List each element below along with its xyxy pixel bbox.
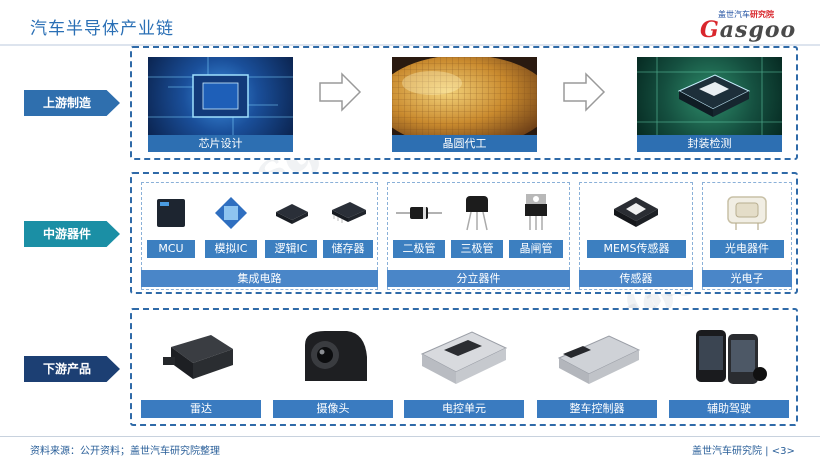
- wafer-photo: [392, 57, 537, 135]
- stage-label-downstream: 下游产品: [24, 356, 120, 382]
- group-label-sensors: 传感器: [579, 270, 693, 287]
- driver-assist-device-icon: [669, 318, 789, 396]
- thyristor-icon: [508, 190, 564, 234]
- radar-icon: [141, 318, 261, 396]
- footer-org: 盖世汽车研究院: [692, 446, 762, 457]
- group-integrated-circuit: [141, 182, 378, 290]
- footer-page-info: 盖世汽车研究院 | <3>: [692, 442, 795, 457]
- item-logic-ic: 逻辑IC: [265, 240, 317, 258]
- footer-source: 资料来源：公开资料；盖世汽车研究院整理: [30, 446, 220, 457]
- transistor-icon: [452, 190, 502, 234]
- group-optoelectronics: [702, 182, 792, 290]
- vehicle-controller-icon: [537, 318, 657, 396]
- footer-divider: [0, 436, 820, 437]
- caption-package: 封装检测: [637, 135, 782, 152]
- arrow-right-icon: [319, 72, 362, 112]
- logo-rest: asgoo: [719, 17, 797, 43]
- logic-ic-icon: [267, 192, 317, 234]
- caption-wafer: 晶圆代工: [392, 135, 537, 152]
- group-sensors: [579, 182, 693, 290]
- analog-ic-icon: [207, 192, 255, 234]
- group-label-optoelectronics: 光电子: [702, 270, 792, 287]
- product-radar: 雷达: [141, 400, 261, 418]
- memory-chip-icon: [325, 192, 373, 234]
- chip-design-photo: [148, 57, 293, 135]
- page-title: 汽车半导体产业链: [30, 19, 174, 39]
- product-vehicle-controller: 整车控制器: [537, 400, 657, 418]
- group-label-integrated-circuit: 集成电路: [141, 270, 378, 287]
- logo-g: G: [700, 17, 720, 43]
- stage-label-upstream: 上游制造: [24, 90, 120, 116]
- page-number: <3>: [771, 446, 795, 457]
- diode-icon: [393, 192, 445, 234]
- group-label-discrete-devices: 分立器件: [387, 270, 570, 287]
- camera-icon: [273, 318, 393, 396]
- item-optoelectronic-device: 光电器件: [710, 240, 784, 258]
- caption-chip-design: 芯片设计: [148, 135, 293, 152]
- arrow-right-icon: [563, 72, 606, 112]
- ecu-icon: [404, 318, 524, 396]
- logo-top-accent: 研究院: [750, 10, 774, 19]
- product-camera: 摄像头: [273, 400, 393, 418]
- mcu-chip-icon: [147, 192, 195, 234]
- item-diode: 二极管: [393, 240, 445, 258]
- product-driver-assist: 辅助驾驶: [669, 400, 789, 418]
- optoelectronic-device-icon: [712, 188, 782, 234]
- item-thyristor: 晶闸管: [509, 240, 563, 258]
- item-transistor: 三极管: [451, 240, 503, 258]
- stage-label-midstream: 中游器件: [24, 221, 120, 247]
- gasgoo-logo: 盖世汽车研究院 Gasgoo: [700, 9, 800, 43]
- chip-package-photo: [637, 57, 782, 135]
- item-mems-sensor: MEMS传感器: [587, 240, 686, 258]
- header-divider: [0, 44, 820, 46]
- item-analog-ic: 模拟IC: [205, 240, 257, 258]
- product-ecu: 电控单元: [404, 400, 524, 418]
- item-memory: 储存器: [323, 240, 373, 258]
- mems-sensor-icon: [600, 188, 672, 234]
- footer-separator: |: [762, 446, 772, 457]
- logo-top-text: 盖世汽车: [718, 10, 750, 19]
- item-mcu: MCU: [147, 240, 195, 258]
- group-discrete-devices: [387, 182, 570, 290]
